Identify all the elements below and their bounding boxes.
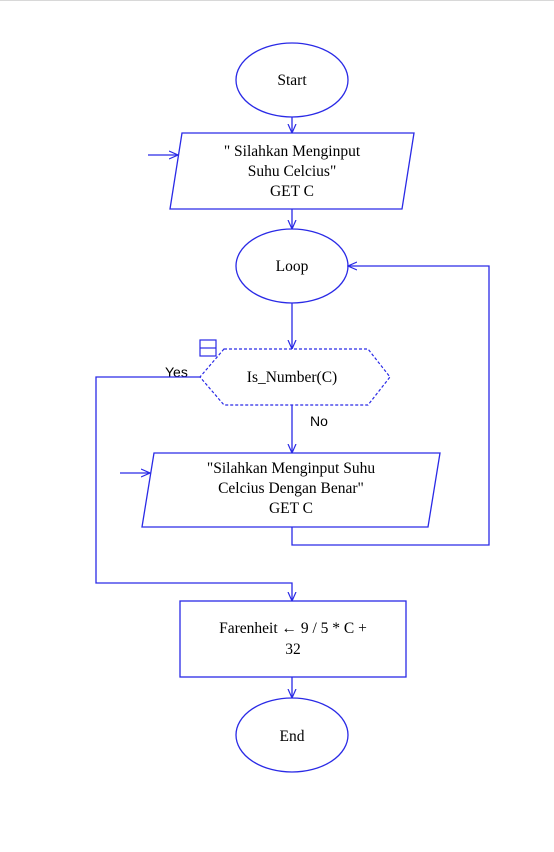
edge-yes-to-assign — [95, 376, 292, 601]
input2-line2: Celcius Dengan Benar" — [218, 480, 364, 497]
assign-line1: Farenheit ← 9 / 5 * C + — [219, 620, 367, 637]
edge-loop-back — [291, 266, 490, 546]
loop-label: Loop — [276, 258, 309, 275]
input-node-1[interactable]: " Silahkan Menginput Suhu Celcius" GET C — [169, 132, 415, 210]
end-label: End — [280, 728, 305, 745]
no-label: No — [310, 413, 328, 429]
start-label: Start — [277, 72, 307, 89]
process-node[interactable]: Farenheit ← 9 / 5 * C + 32 — [179, 600, 407, 678]
input1-line3: GET C — [270, 183, 314, 200]
end-node[interactable]: End — [235, 697, 349, 773]
collapse-icon[interactable] — [199, 339, 217, 357]
yes-label: Yes — [165, 364, 188, 380]
start-node[interactable]: Start — [235, 42, 349, 118]
input-node-2[interactable]: "Silahkan Menginput Suhu Celcius Dengan … — [141, 452, 441, 528]
decision-node[interactable]: Is_Number(C) — [199, 348, 391, 406]
input2-line1: "Silahkan Menginput Suhu — [207, 460, 375, 477]
input1-line2: Suhu Celcius" — [248, 163, 337, 180]
loop-node[interactable]: Loop — [235, 228, 349, 304]
input1-line1: " Silahkan Menginput — [224, 143, 361, 160]
input2-line3: GET C — [269, 500, 313, 517]
decision-label: Is_Number(C) — [247, 369, 337, 386]
top-border — [0, 0, 554, 1]
assign-line2: 32 — [285, 641, 301, 658]
